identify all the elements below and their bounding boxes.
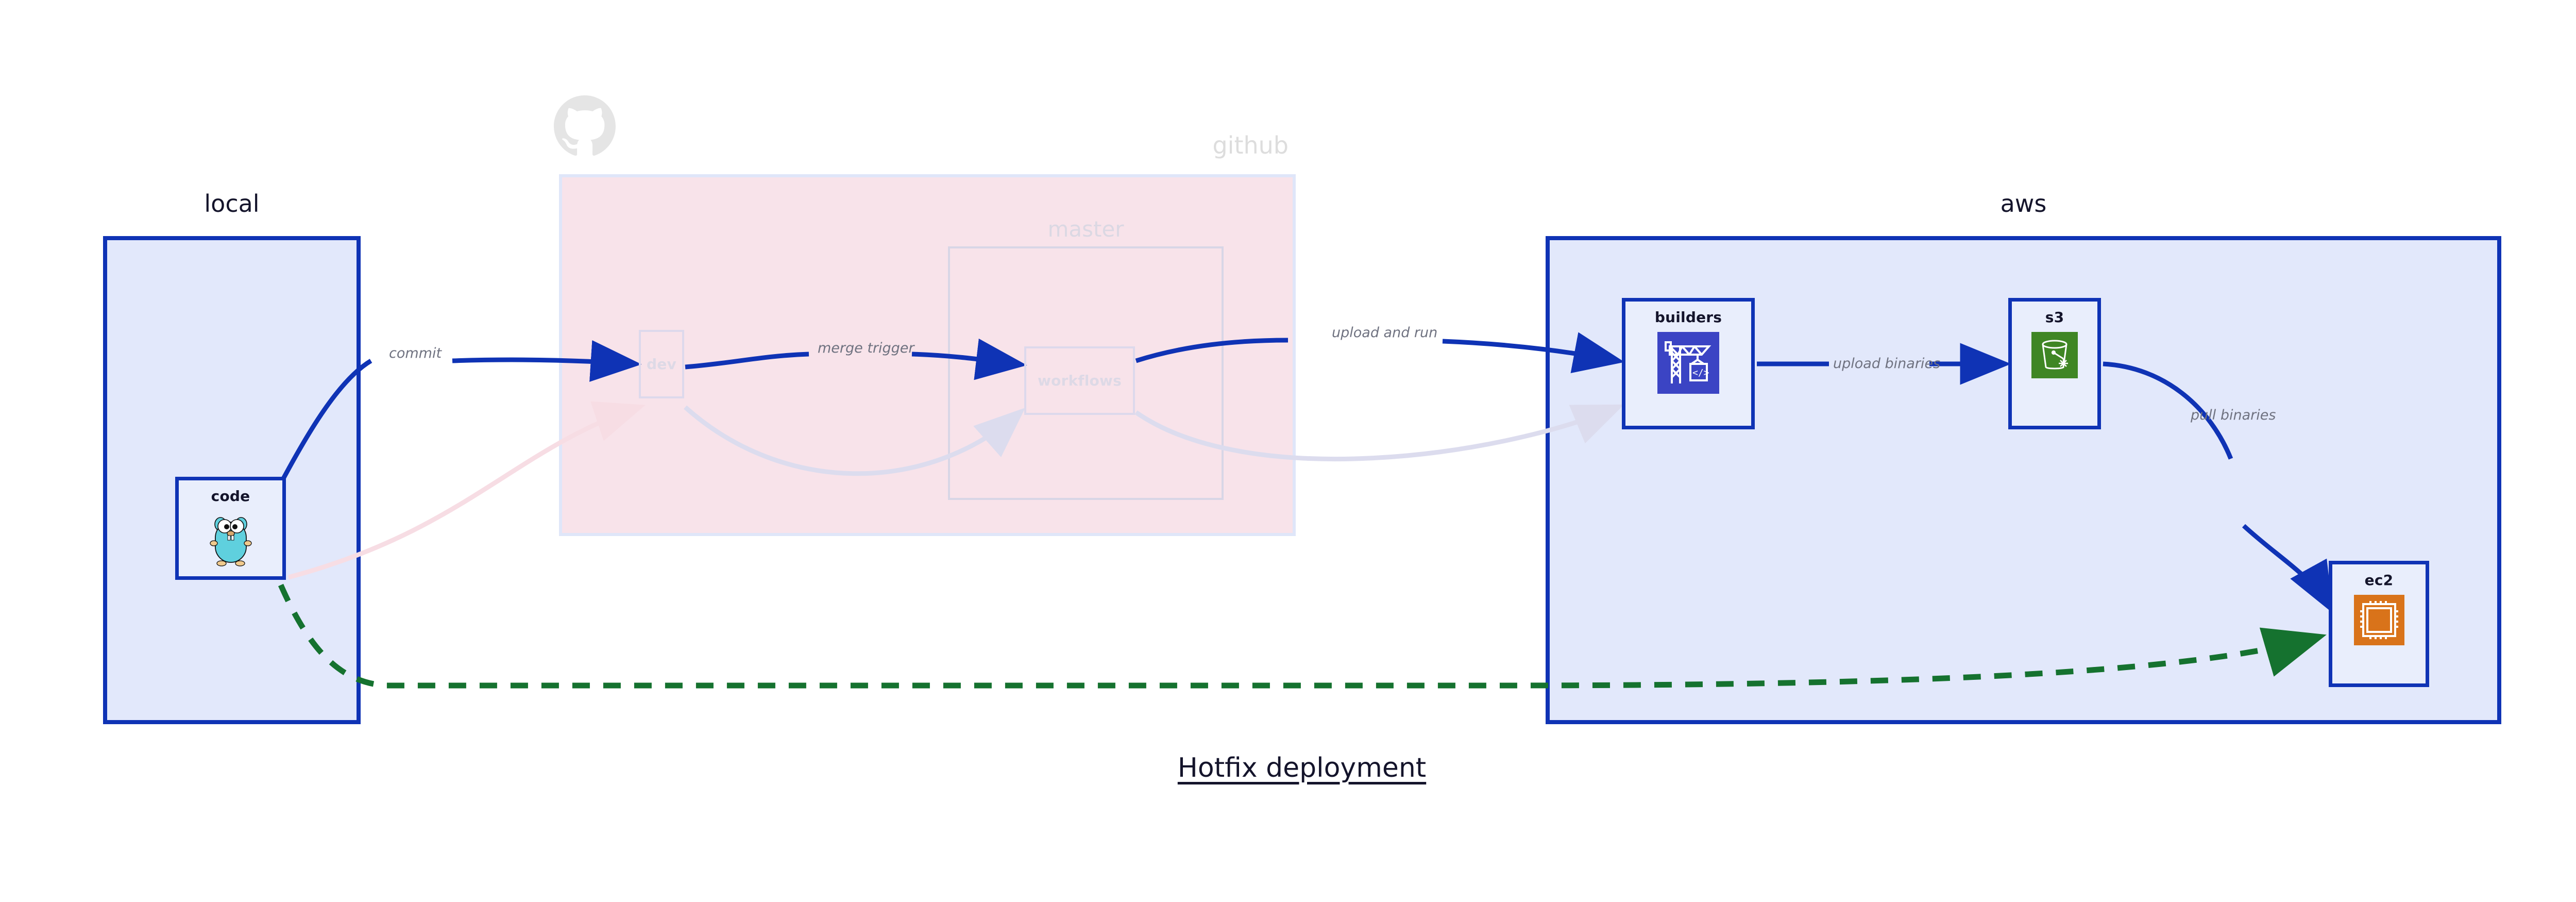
aws-s3-bucket-icon xyxy=(2031,332,2078,380)
node-workflows-label: workflows xyxy=(1038,372,1122,389)
group-local-label: local xyxy=(204,190,260,218)
node-builders[interactable]: builders </> xyxy=(1622,298,1755,429)
group-master-label: master xyxy=(1047,216,1124,242)
group-github-label: github xyxy=(1212,131,1289,159)
node-s3[interactable]: s3 xyxy=(2008,298,2101,429)
node-code[interactable]: code xyxy=(175,477,286,580)
node-dev-label: dev xyxy=(647,356,676,373)
svg-text:</>: </> xyxy=(1692,368,1709,378)
group-master xyxy=(948,246,1224,500)
edge-label-commit: commit xyxy=(389,345,442,361)
aws-crane-icon: </> xyxy=(1657,332,1719,396)
edge-label-upload-binaries: upload binaries xyxy=(1833,356,1941,372)
node-builders-label: builders xyxy=(1654,309,1722,326)
edge-label-pull-binaries: pull binaries xyxy=(2191,407,2276,423)
diagram-title: Hotfix deployment xyxy=(0,753,2576,783)
node-s3-label: s3 xyxy=(2045,309,2064,326)
node-code-label: code xyxy=(211,488,250,505)
diagram-title-text: Hotfix deployment xyxy=(1177,753,1427,783)
node-ec2[interactable]: ec2 xyxy=(2329,561,2429,687)
go-gopher-icon xyxy=(206,511,256,570)
node-dev[interactable]: dev xyxy=(639,330,684,398)
github-logo-icon xyxy=(554,95,616,157)
node-ec2-label: ec2 xyxy=(2364,572,2394,589)
aws-ec2-chip-icon xyxy=(2353,595,2404,647)
edge-label-upload-and-run: upload and run xyxy=(1332,325,1438,341)
group-aws-label: aws xyxy=(2000,190,2047,218)
edge-label-merge-trigger: merge trigger xyxy=(818,340,914,356)
node-workflows[interactable]: workflows xyxy=(1024,346,1135,415)
